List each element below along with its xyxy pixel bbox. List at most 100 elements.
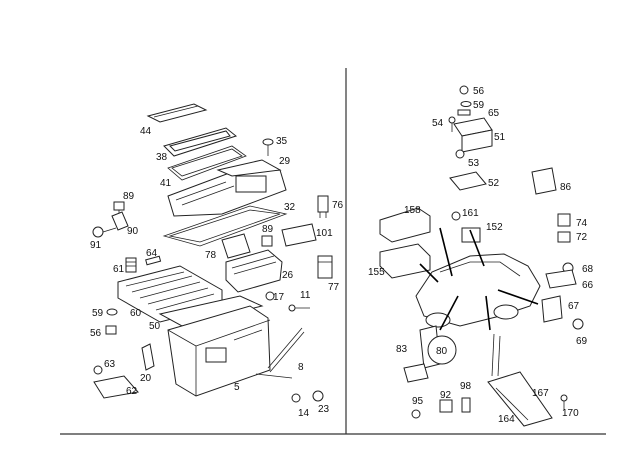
- part-86-relay: [531, 167, 557, 195]
- callout-35: 35: [276, 136, 288, 147]
- callout-26: 26: [282, 270, 294, 281]
- callout-61: 61: [113, 264, 125, 275]
- callout-86: 86: [560, 182, 572, 193]
- part-53-switch: [455, 149, 465, 159]
- callout-56b: 56: [473, 86, 485, 97]
- pointer-arrows: [419, 227, 539, 331]
- callout-41: 41: [160, 178, 172, 189]
- callout-32: 32: [284, 202, 296, 213]
- part-95-bolt: [411, 409, 421, 419]
- callout-59b: 59: [473, 100, 485, 111]
- part-17-grommet: [265, 291, 275, 301]
- callout-83: 83: [396, 344, 408, 355]
- callout-14: 14: [298, 408, 310, 419]
- callout-64: 64: [146, 248, 158, 259]
- part-90-bracket: [111, 211, 129, 231]
- callout-68: 68: [582, 264, 594, 275]
- part-56-nut-right: [459, 85, 469, 95]
- part-50-box-tray: [158, 295, 264, 327]
- part-62-plate: [93, 375, 139, 399]
- part-66-bracket: [545, 269, 577, 289]
- callout-152: 152: [486, 222, 503, 233]
- part-52-bracket: [449, 171, 487, 191]
- callout-78: 78: [205, 250, 217, 261]
- part-59-washer-right: [460, 101, 472, 107]
- callout-91: 91: [90, 240, 102, 251]
- callout-77: 77: [328, 282, 340, 293]
- part-59-washer: [106, 308, 118, 316]
- part-98-clip: [461, 397, 471, 413]
- part-5-main-housing: [167, 305, 271, 397]
- part-72-connector: [557, 231, 571, 243]
- part-158-control-unit: [379, 207, 431, 243]
- part-51-module: [453, 117, 493, 153]
- callout-80: 80: [436, 346, 448, 357]
- part-29-relay-housing: [167, 159, 287, 217]
- part-38-cover-lid: [163, 127, 238, 157]
- part-89-small-relay: [261, 235, 273, 247]
- callout-92: 92: [440, 390, 452, 401]
- callout-44: 44: [140, 126, 152, 137]
- part-77-relay: [317, 255, 333, 279]
- part-20-bracket: [141, 343, 155, 371]
- part-155-control-module: [379, 243, 431, 279]
- callout-5: 5: [234, 382, 240, 393]
- part-63-screw: [93, 365, 103, 375]
- part-64-fuse: [145, 255, 162, 266]
- part-connector-plug: [403, 363, 429, 383]
- part-167-rail: [487, 371, 553, 427]
- callout-89b: 89: [262, 224, 274, 235]
- part-54-bolt: [448, 116, 456, 132]
- part-92-bracket: [439, 399, 453, 413]
- part-11-stud: [288, 304, 310, 312]
- callout-50: 50: [149, 321, 161, 332]
- part-56-nut: [105, 325, 117, 335]
- part-26-fuse-carrier: [225, 249, 283, 293]
- callout-76: 76: [332, 200, 344, 211]
- part-76-connector: [317, 195, 329, 218]
- callout-158: 158: [404, 205, 421, 216]
- callout-52: 52: [488, 178, 500, 189]
- callout-170: 170: [562, 408, 579, 419]
- callout-90: 90: [127, 226, 139, 237]
- callout-62: 62: [126, 386, 138, 397]
- part-78-relay: [221, 233, 251, 259]
- part-23-nut: [312, 390, 324, 402]
- callout-8: 8: [298, 362, 304, 373]
- callout-98: 98: [460, 381, 472, 392]
- part-161-bolt: [451, 211, 461, 221]
- callout-161: 161: [462, 208, 479, 219]
- part-152-switch: [461, 227, 481, 243]
- part-91-bolt: [92, 226, 117, 238]
- callout-38: 38: [156, 152, 168, 163]
- part-80-disc: [427, 335, 457, 365]
- callout-74: 74: [576, 218, 588, 229]
- part-61-fuse-block: [125, 257, 137, 273]
- callout-23: 23: [318, 404, 330, 415]
- part-101-relay: [281, 223, 317, 247]
- callout-11: 11: [300, 290, 311, 301]
- part-41-seal-frame: [167, 145, 247, 181]
- callout-51: 51: [494, 132, 506, 143]
- callout-167: 167: [532, 388, 549, 399]
- callout-164: 164: [498, 414, 515, 425]
- part-74-relay: [557, 213, 571, 227]
- part-44-gasket-strip: [146, 103, 208, 123]
- part-32-gasket: [162, 205, 288, 247]
- part-14-nut: [291, 393, 301, 403]
- callout-60: 60: [130, 308, 142, 319]
- callout-56a: 56: [90, 328, 102, 339]
- callout-69: 69: [576, 336, 588, 347]
- callout-95: 95: [412, 396, 424, 407]
- callout-54: 54: [432, 118, 444, 129]
- part-8-brace-rod: [255, 327, 305, 379]
- part-35-screw: [262, 138, 274, 156]
- callout-67: 67: [568, 301, 580, 312]
- part-170-screw: [560, 394, 568, 410]
- callout-53: 53: [468, 158, 480, 169]
- callout-17: 17: [273, 292, 285, 303]
- callout-20: 20: [140, 373, 152, 384]
- callout-63: 63: [104, 359, 116, 370]
